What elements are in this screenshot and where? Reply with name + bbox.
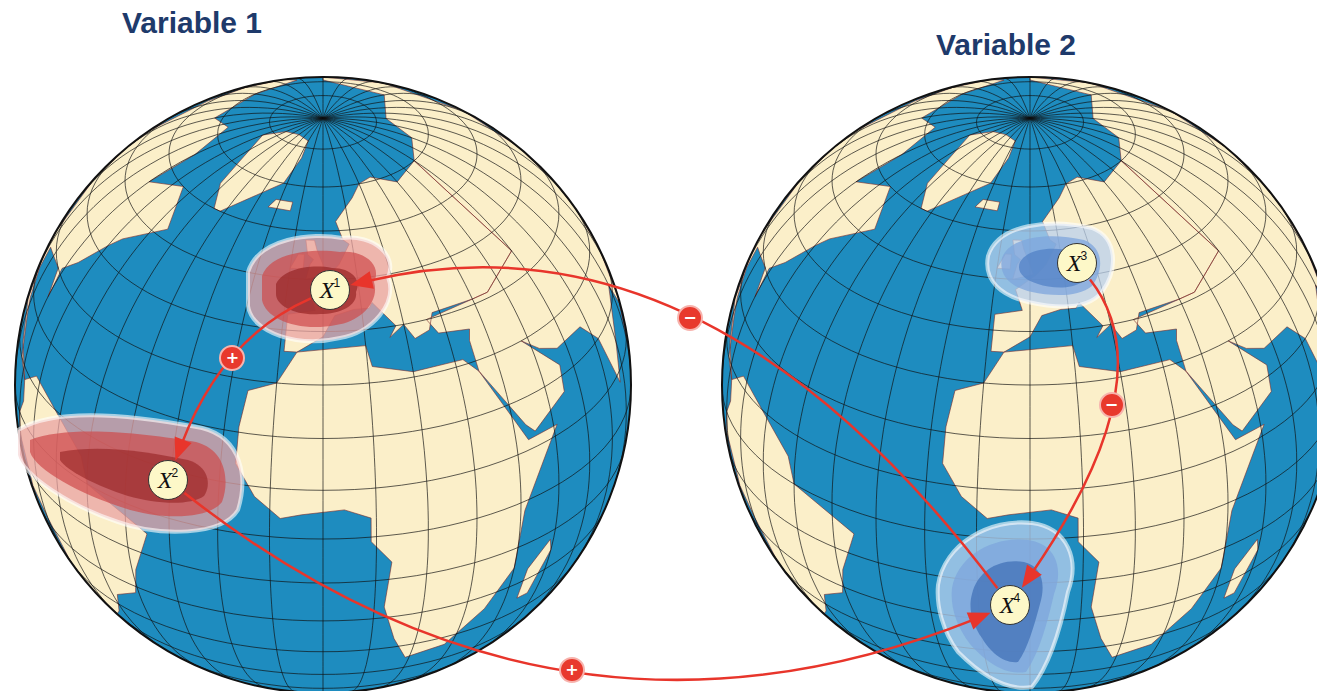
red-region	[248, 236, 390, 341]
graticule	[15, 77, 631, 691]
sign-badge: +	[219, 345, 245, 371]
variable-symbol: X	[320, 277, 335, 303]
arrow-head	[175, 437, 192, 461]
region-outer	[248, 236, 390, 341]
sign-text: −	[1105, 397, 1118, 413]
influence-arrow	[1022, 280, 1118, 588]
sign-text: −	[683, 310, 696, 326]
influence-arrow	[350, 267, 997, 588]
connector-line	[366, 267, 997, 588]
left-globe	[15, 77, 631, 691]
connector-line	[185, 493, 976, 680]
node-label: X4	[1000, 593, 1020, 617]
region-inner	[970, 561, 1042, 662]
variable-node: X1	[310, 270, 350, 310]
region-mid	[1001, 236, 1100, 295]
variable-symbol: X	[1000, 592, 1015, 618]
influence-arrow	[175, 298, 311, 460]
sign-text: +	[226, 350, 239, 366]
red-region	[18, 415, 242, 532]
node-label: X3	[1067, 251, 1087, 275]
graticule	[722, 77, 1317, 691]
region-inner	[276, 267, 358, 315]
globe-outline	[15, 77, 631, 691]
ocean	[722, 77, 1317, 691]
right-globe	[722, 77, 1317, 691]
blue-region	[938, 522, 1073, 687]
panel-title: Variable 2	[936, 28, 1076, 61]
influence-arrow	[185, 493, 991, 680]
node-label: X2	[158, 468, 178, 492]
sign-badge: −	[677, 305, 703, 331]
variable-node: X3	[1057, 243, 1097, 283]
variable-node: X2	[148, 460, 188, 500]
panel-title: Variable 1	[122, 6, 262, 39]
connector-line	[181, 298, 311, 445]
arrow-head	[1022, 565, 1042, 588]
region-outer	[987, 224, 1113, 307]
region-outer	[938, 522, 1073, 687]
variable-index: 2	[171, 466, 178, 480]
node-label: X1	[320, 278, 340, 302]
ocean	[15, 77, 631, 691]
sign-badge: +	[559, 657, 585, 683]
sign-badge: −	[1099, 392, 1125, 418]
arrow-head	[967, 613, 991, 630]
variable-symbol: X	[1067, 250, 1082, 276]
arrow-head	[350, 271, 374, 289]
variable-index: 1	[333, 276, 340, 290]
blue-region	[987, 224, 1113, 307]
variable-node: X4	[990, 585, 1030, 625]
variable-index: 4	[1013, 591, 1020, 605]
variable-symbol: X	[158, 467, 173, 493]
region-outer	[18, 415, 242, 532]
variable-index: 3	[1080, 249, 1087, 263]
connector-line	[1031, 280, 1118, 575]
globe-outline	[722, 77, 1317, 691]
sign-text: +	[565, 662, 578, 678]
